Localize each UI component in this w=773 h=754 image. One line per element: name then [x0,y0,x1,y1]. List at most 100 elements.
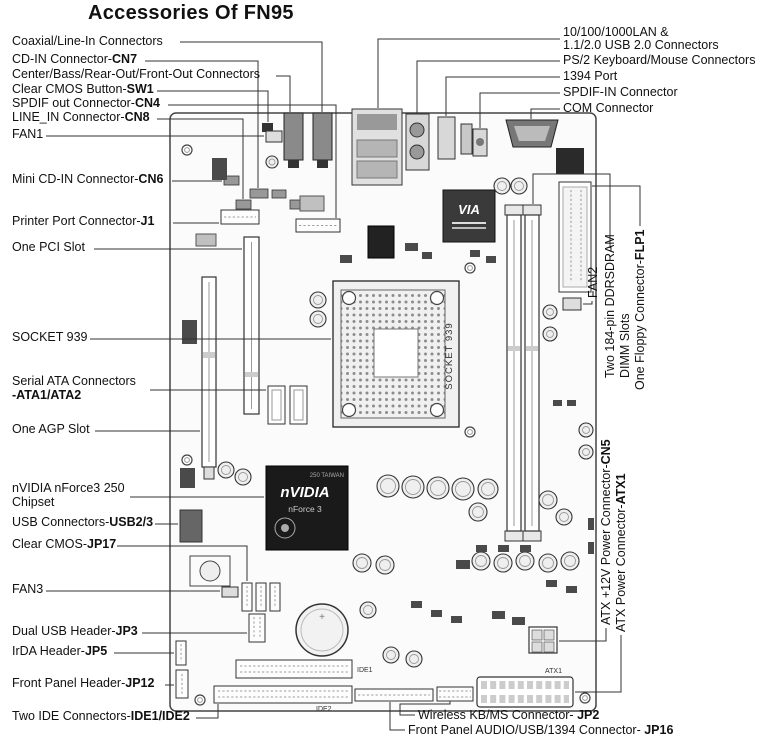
label-text: IrDA Header- [12,644,85,658]
label-code: JP16 [644,723,674,737]
label-code: CN5 [599,439,613,465]
label-serial-ata: Serial ATA Connectors [12,375,136,388]
capacitors [217,155,594,668]
ide1-connector [235,659,353,679]
cn5-12v-power-connector [528,626,558,654]
page-title: Accessories Of FN95 [88,2,294,24]
label-text: DIMM Slots [618,313,632,378]
label-usb2-3: USB Connectors-USB2/3 [12,516,153,529]
label-atx-12v-cn5: ATX +12V Power Connector-CN5 [599,439,613,625]
label-text: FAN3 [12,582,44,596]
jp5-irda-header [175,640,187,666]
label-coaxial-line-in: Coaxial/Line-In Connectors [12,35,163,48]
ide2-connector [213,685,353,704]
label-nvidia-nforce3: nVIDIA nForce3 250 [12,482,125,495]
label-code: CN8 [124,110,150,124]
fan1-connector [265,130,283,143]
ide1-silkscreen: IDE1 [357,667,373,674]
small-port [460,123,473,155]
label-code: FLP1 [633,229,647,261]
spdif-port [472,128,488,157]
label-center-bass-out: Center/Bass/Rear-Out/Front-Out Connector… [12,68,260,81]
label-1394: 1394 Port [563,70,617,83]
fan3-connector [221,586,239,598]
small-chip-1 [299,195,325,212]
nvidia-logo-text: nVIDIA [280,484,329,501]
label-code: JP5 [84,644,108,658]
crystal-block [189,555,231,587]
jp17-clear-cmos-header [241,582,253,612]
label-text: Serial ATA Connectors [12,374,136,388]
label-text: Clear CMOS Button- [12,82,127,96]
label-code: JP2 [577,708,600,722]
label-lan-line1: 10/100/1000LAN & [563,26,669,39]
label-dual-usb-jp3: Dual USB Header-JP3 [12,625,138,638]
label-text: Mini CD-IN Connector- [12,172,139,186]
label-text: SPDIF-IN Connector [563,85,678,99]
fan2-connector [562,297,582,311]
label-text: ATX +12V Power Connector- [599,464,613,625]
jp16-front-panel-connector [354,688,434,702]
cn4-spdif-header [295,218,341,233]
j1-printer-header [220,209,260,225]
small-chip-5 [180,468,195,488]
pci-slot [243,236,260,415]
label-text: One AGP Slot [12,422,90,436]
label-code: CN4 [134,96,160,110]
label-code: -ATA1/ATA2 [12,388,82,402]
mounting-holes [181,144,591,706]
label-socket-939: SOCKET 939 [12,331,88,344]
dimm-slots [504,204,542,542]
cmos-battery: + [295,603,349,657]
sata-connectors [267,385,308,425]
small-components [340,243,594,625]
label-text: COM Connector [563,101,654,115]
atx1-silkscreen: ATX1 [545,668,562,675]
usb2-3-connector [179,509,203,543]
label-irda-jp5: IrDA Header-JP5 [12,645,107,658]
top-headers [195,123,395,259]
label-code: JP17 [87,537,117,551]
label-chipset: Chipset [12,496,54,509]
label-text: ATX Power Connector- [614,504,628,632]
label-text: 1394 Port [563,69,618,83]
label-ps2: PS/2 Keyboard/Mouse Connectors [563,54,755,67]
small-chip-3 [212,158,227,180]
cn8-linein [235,199,252,210]
small-chip-4 [182,320,197,344]
label-text: Clear CMOS- [12,537,88,551]
label-text: Coaxial/Line-In Connectors [12,34,163,48]
jp2-wireless-connector [436,686,474,702]
left-edge-components [175,320,231,699]
sw1-clear-cmos-button [262,123,273,132]
label-clear-cmos-jp17: Clear CMOS-JP17 [12,538,116,551]
label-text: CD-IN Connector- [12,52,113,66]
label-linein-cn8: LINE_IN Connector-CN8 [12,111,150,124]
aux-header [271,189,287,199]
label-text: USB Connectors- [12,515,110,529]
label-spdif-out-cn4: SPDIF out Connector-CN4 [12,97,160,110]
label-code: J1 [140,214,155,228]
cpu-socket-939: SOCKET 939 [332,280,460,428]
label-text: Two IDE Connectors- [12,709,131,723]
nforce-text: nForce 3 [288,504,322,514]
label-com: COM Connector [563,102,653,115]
label-text: 1.1/2.0 USB 2.0 Connectors [563,38,719,52]
label-text: Wireless KB/MS Connector- [418,708,578,722]
label-wireless-jp2: Wireless KB/MS Connector- JP2 [418,709,599,722]
label-text: PS/2 Keyboard/Mouse Connectors [563,53,756,67]
ide-connectors: IDE1 IDE2 [213,659,373,713]
label-text: Two 184-pin DDRSDRAM [603,234,617,378]
via-chip: VIA [442,189,496,243]
label-pci-slot: One PCI Slot [12,241,85,254]
label-code: ATX1 [614,473,628,505]
label-text: SOCKET 939 [12,330,88,344]
nvidia-part-text: 250 TAIWAN [310,473,344,479]
atx-power-connector-atx1: ATX1 [476,668,574,708]
label-code: CN6 [138,172,164,186]
label-clear-cmos-sw1: Clear CMOS Button-SW1 [12,83,154,96]
1394-port [437,116,456,160]
label-text: Center/Bass/Rear-Out/Front-Out Connector… [12,67,261,81]
